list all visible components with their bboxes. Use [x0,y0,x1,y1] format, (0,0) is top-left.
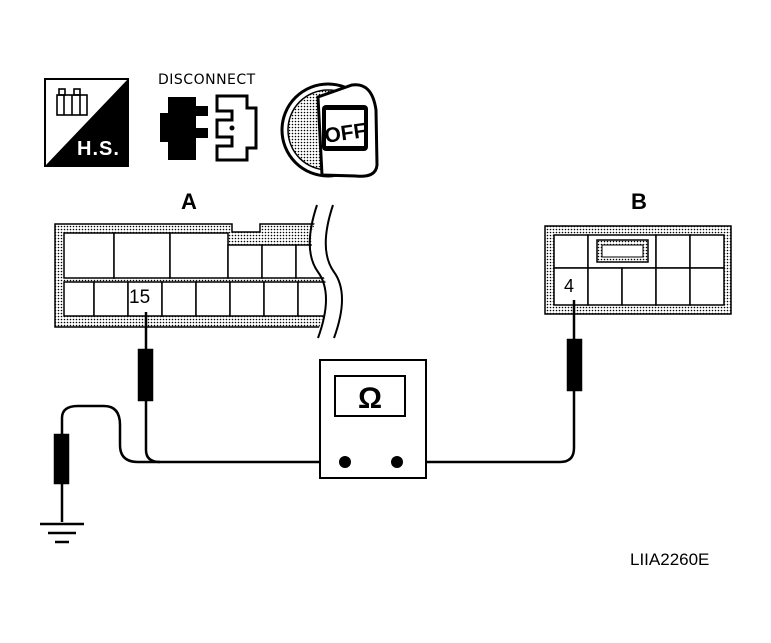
disconnect-icon [160,94,258,162]
ignition-off-icon: OFF [280,82,379,178]
ohmmeter: Ω [319,359,427,479]
connector-glyph-icon [56,88,88,116]
test-leads [53,300,583,522]
harness-side-icon [44,78,129,167]
ground-symbol-icon [40,522,84,544]
harness-side-label: H.S. [77,138,120,160]
disconnect-label: DISCONNECT [158,72,256,88]
document-code: LIIA2260E [630,550,710,569]
meter-terminal-right [391,456,403,468]
meter-terminal-left [339,456,351,468]
connector-a-label: A [181,189,197,214]
ohm-symbol: Ω [358,382,382,415]
pin-4-label: 4 [564,276,575,296]
connector-b-label: B [631,189,647,214]
connector-a [54,204,358,339]
connector-b [544,225,732,315]
pin-15-label: 15 [129,287,151,308]
